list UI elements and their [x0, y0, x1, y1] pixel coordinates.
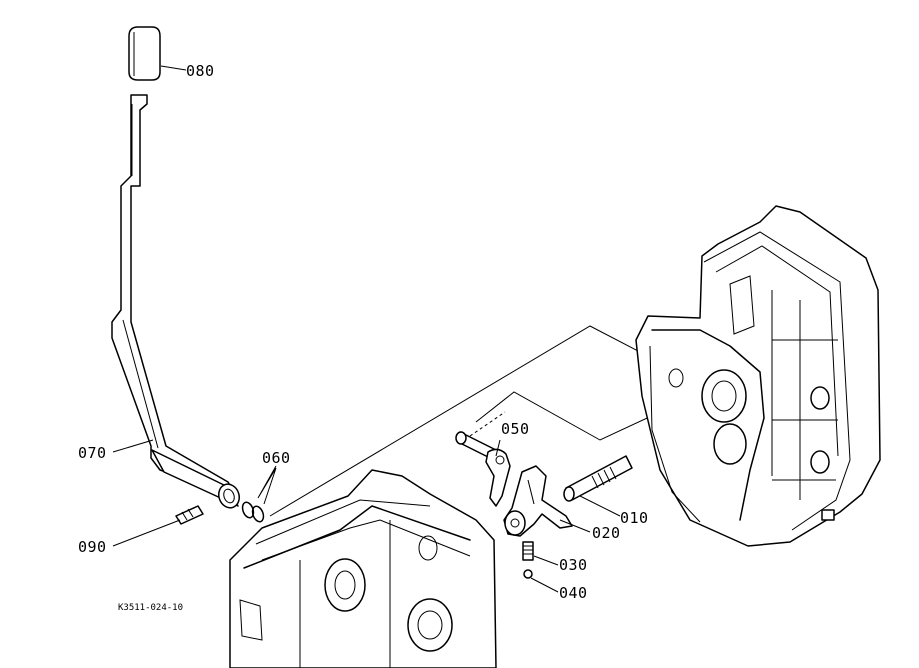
- transmission-case: [635, 205, 881, 547]
- assembly-guide-lines: [269, 325, 691, 517]
- drawing-reference: K3511-024-10: [118, 603, 183, 613]
- detent-spring: [522, 541, 534, 561]
- part-label-080: 080: [186, 62, 215, 80]
- spring-pin: [175, 505, 204, 525]
- part-label-040: 040: [559, 584, 588, 602]
- o-rings: [241, 501, 265, 523]
- part-label-070: 070: [78, 444, 107, 462]
- shift-fork: [503, 465, 573, 537]
- part-label-060: 060: [262, 449, 291, 467]
- leader-lines: [112, 65, 621, 593]
- shift-lever: [111, 94, 241, 509]
- part-label-050: 050: [501, 420, 530, 438]
- shift-arm: [455, 431, 511, 507]
- part-label-010: 010: [620, 509, 649, 527]
- gearbox-housing: [229, 469, 497, 668]
- lever-knob: [128, 26, 161, 81]
- fork-rod: [563, 455, 633, 502]
- part-label-020: 020: [592, 524, 621, 542]
- part-label-030: 030: [559, 556, 588, 574]
- part-label-090: 090: [78, 538, 107, 556]
- detent-ball: [523, 569, 533, 579]
